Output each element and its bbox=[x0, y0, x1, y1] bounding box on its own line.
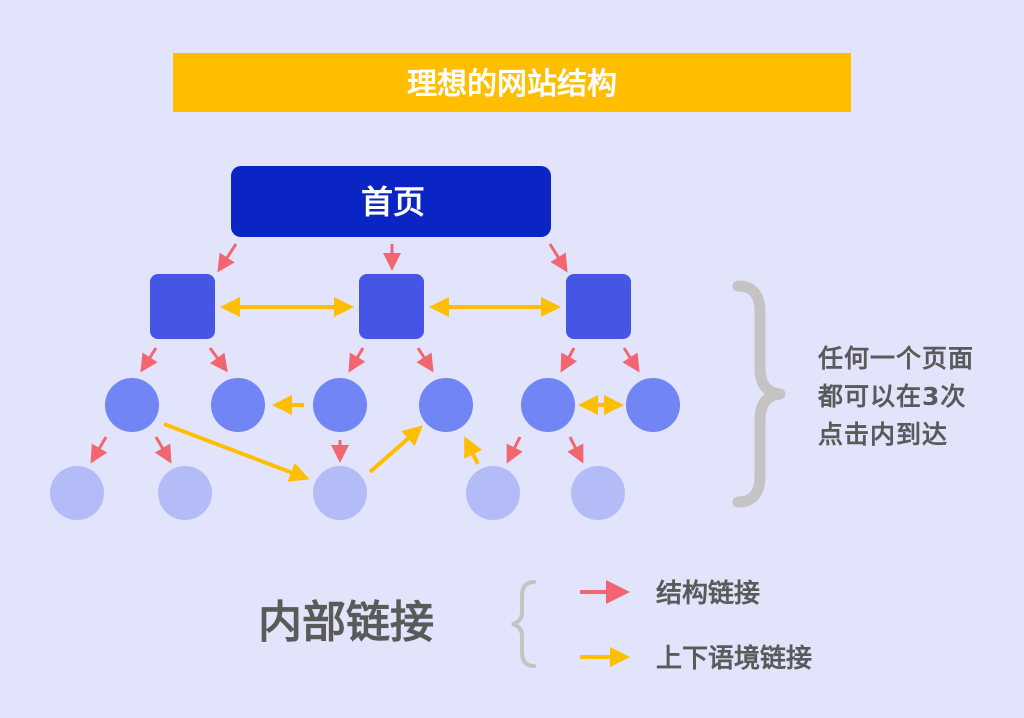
structural-arrow bbox=[217, 243, 238, 273]
note-line: 点击内到达 bbox=[818, 420, 949, 449]
level1-node-left bbox=[150, 274, 215, 339]
structural-arrow bbox=[416, 347, 434, 373]
legend-brace bbox=[511, 580, 536, 668]
structural-arrow bbox=[506, 436, 523, 464]
reachability-note: 任何一个页面 都可以在3次 点击内到达 bbox=[818, 340, 974, 454]
level2-node bbox=[313, 378, 367, 432]
level3-node bbox=[158, 466, 212, 520]
level2-node bbox=[626, 378, 680, 432]
structural-links bbox=[90, 243, 640, 464]
note-line: 都可以在3次 bbox=[818, 382, 967, 411]
level3-node bbox=[313, 466, 367, 520]
section-label: 内部链接 bbox=[258, 597, 434, 648]
level2-node bbox=[521, 378, 575, 432]
level2-node bbox=[105, 378, 159, 432]
home-node bbox=[231, 166, 551, 237]
contextual-arrow bbox=[368, 425, 424, 474]
structural-arrow bbox=[348, 347, 366, 373]
structural-arrow bbox=[208, 347, 228, 373]
structural-arrow bbox=[548, 243, 568, 273]
level3-node bbox=[571, 466, 625, 520]
level1-node-right bbox=[566, 274, 631, 339]
level3-node bbox=[466, 466, 520, 520]
level2-node bbox=[211, 378, 265, 432]
home-label: 首页 bbox=[361, 183, 425, 221]
page-title: 理想的网站结构 bbox=[407, 67, 617, 102]
level1-node-middle bbox=[359, 274, 424, 339]
contextual-links bbox=[163, 297, 624, 482]
note-line: 任何一个页面 bbox=[818, 344, 975, 373]
level3-node bbox=[50, 466, 104, 520]
structural-arrow bbox=[622, 347, 640, 373]
legend-contextual-label: 上下语境链接 bbox=[656, 643, 812, 674]
title-bar bbox=[173, 53, 851, 112]
contextual-arrow bbox=[464, 436, 483, 465]
structural-arrow bbox=[560, 347, 578, 373]
structural-arrow bbox=[140, 347, 158, 373]
structural-arrow bbox=[90, 436, 108, 464]
structural-arrow bbox=[567, 436, 584, 464]
level2-node bbox=[419, 378, 473, 432]
right-brace bbox=[732, 280, 786, 508]
contextual-arrow bbox=[163, 422, 310, 482]
legend-structural-label: 结构链接 bbox=[656, 578, 760, 609]
structural-arrow bbox=[154, 436, 172, 464]
